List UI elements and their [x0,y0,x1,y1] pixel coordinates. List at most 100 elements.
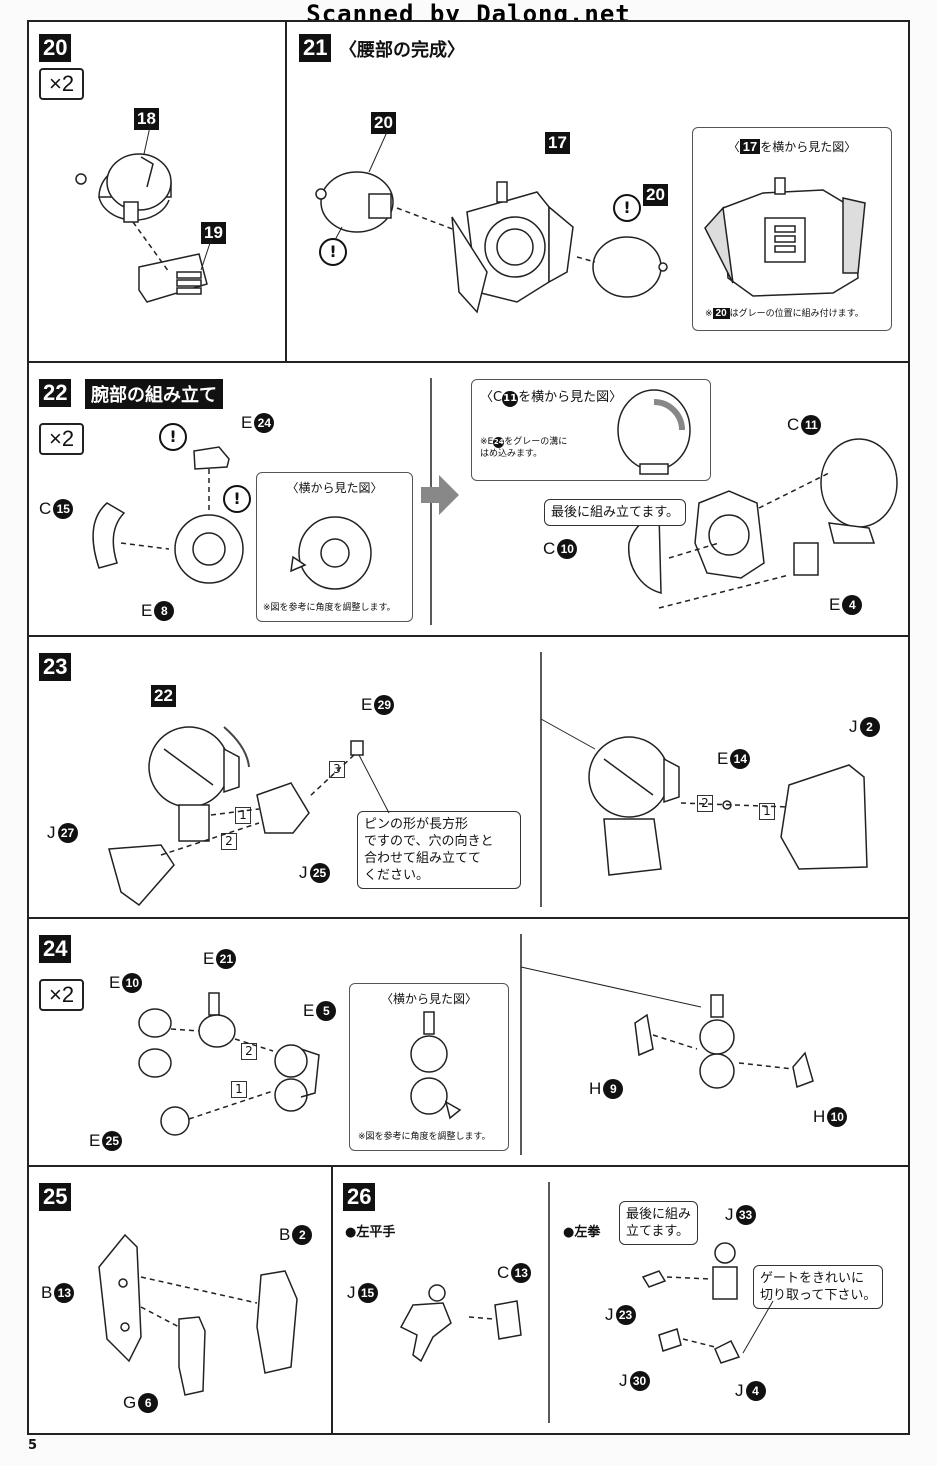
callout-line-1: ゲートをきれいに [760,1271,865,1286]
note-text-2: はめ込みます。 [480,449,543,459]
pin-shape-callout: ピンの形が長方形 ですので、穴の向きと 合わせて組み立てて ください。 [357,811,521,889]
inset-note: ※図を参考に角度を調整します。 [263,603,396,613]
caution-icon: ! [319,238,347,266]
page-number: 5 [28,1438,38,1453]
caution-icon: ! [223,485,251,513]
sequence-2: 2 [221,833,237,850]
inset-title-suffix: を横から見た図〉 [518,390,623,405]
part-tag-19: 19 [201,222,226,244]
step-number: 20 [39,34,72,62]
inset-title: 〈横から見た図〉 [286,481,383,495]
callout-line-2: 立てます。 [626,1224,690,1239]
gate-cleanup-callout: ゲートをきれいに 切り取って下さい。 [753,1265,884,1309]
step-20-panel: 20 ×2 18 19 [27,20,287,363]
sequence-1b: 1 [759,803,775,820]
step-26-illustration [399,1182,774,1423]
step-number: 24 [39,935,72,963]
step-number: 21 [299,34,332,62]
step-22-illustration [92,378,898,625]
quantity-badge: ×2 [39,979,85,1011]
inset-title-prefix: 〈 [727,140,740,154]
left-open-hand-heading: ●左平手 [345,1225,396,1240]
inset-title-num: 17 [739,139,761,154]
inset-note: ※図を参考に角度を調整します。 [358,1132,491,1142]
left-fist-heading: ●左拳 [563,1225,601,1240]
sequence-1: 1 [231,1081,247,1098]
note-text: はグレーの位置に組み付けます。 [729,309,864,319]
sequence-2: 2 [241,1043,257,1060]
step-number: 22 [39,379,72,407]
inset-illustration [290,516,372,590]
assemble-last-callout: 最後に組み立てます。 [544,499,687,526]
callout-line-1: 最後に組み [626,1207,692,1222]
inset-title-suffix: を横から見た図〉 [760,140,857,154]
quantity-badge: ×2 [39,423,85,455]
inset-title: 〈横から見た図〉 [380,992,477,1006]
inset-title-prefix: 〈C [480,390,503,405]
step-number: 25 [39,1183,72,1211]
callout-line-3: 合わせて組み立てて [364,851,482,866]
inset-illustration [617,389,691,475]
step-20-illustration [75,121,212,303]
quantity-badge: ×2 [39,68,85,100]
caution-icon: ! [613,194,641,222]
callout-line-2: ですので、穴の向きと [364,834,494,849]
callout-line-2: 切り取って下さい。 [760,1288,877,1303]
note-num: 20 [712,308,730,319]
inset-illustration [704,177,866,297]
assemble-last-callout: 最後に組み 立てます。 [619,1201,699,1245]
inset-illustration [410,1011,462,1120]
inset-note: ※E24をグレーの溝に はめ込みます。 [480,436,567,460]
note-text: をグレーの溝に [504,437,568,447]
note-prefix: ※ [705,309,713,319]
callout-line-4: ください。 [364,868,430,883]
side-view-inset: 〈横から見た図〉 ※図を参考に角度を調整します。 [256,472,413,622]
step-24-illustration [138,934,814,1155]
step-25-illustration [98,1233,298,1396]
step-title: 〈腰部の完成〉 [339,40,465,61]
step-21-illustration [315,131,668,314]
step-number: 23 [39,653,72,681]
inset-title-num: 11 [502,391,519,407]
side-view-inset-c11: 〈C11を横から見た図〉 ※E24をグレーの溝に はめ込みます。 [471,379,711,481]
note-prefix: ※E [480,437,494,447]
part-tag-22: 22 [151,685,176,707]
part-tag-20b: 20 [643,184,668,206]
part-tag-17: 17 [545,132,570,154]
part-tag-20: 20 [371,112,396,134]
